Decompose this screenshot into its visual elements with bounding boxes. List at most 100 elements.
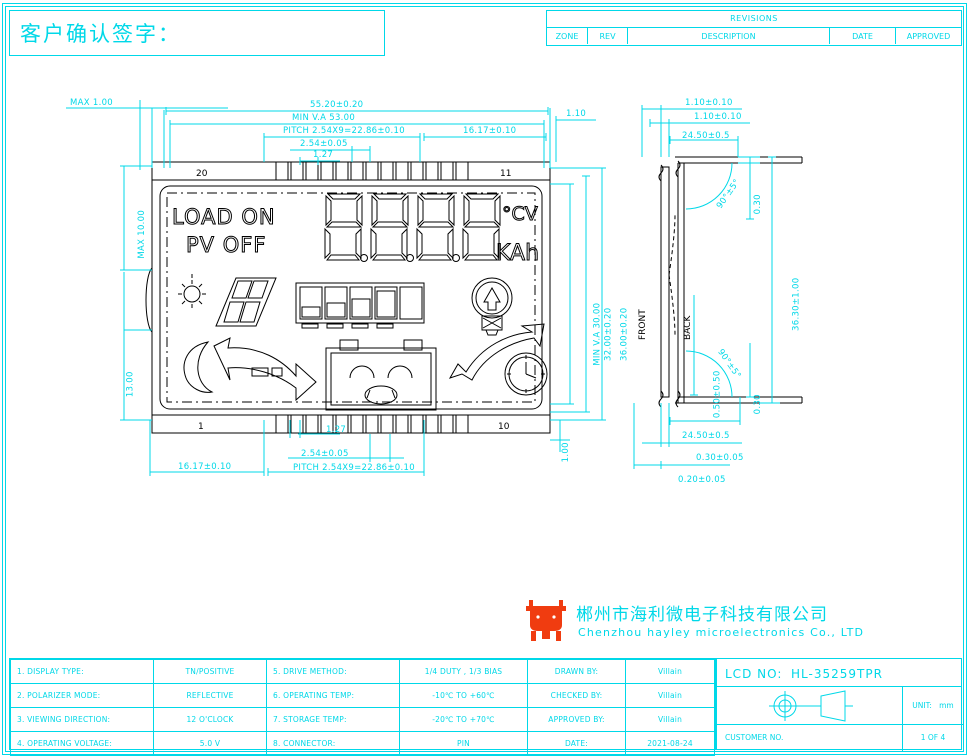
lcd-no-label: LCD NO: [725,667,783,681]
company-block: 郴州市海利微电子科技有限公司 Chenzhou hayley microelec… [516,598,962,650]
specification-table: 1. DISPLAY TYPE: TN/POSITIVE 5. DRIVE ME… [9,658,716,756]
segment-unit-kah: KAh [496,241,539,266]
revisions-title: REVISIONS [546,10,962,28]
company-name-en: Chenzhou hayley microelectronics Co., LT… [578,626,865,639]
dim-55-20: 55.20±0.20 [310,100,364,110]
revisions-table: REVISIONS ZONE REV DESCRIPTION DATE APPR… [546,10,962,46]
approval-val-drawn: Villain [625,659,715,684]
table-row: 4. OPERATING VOLTAGE: 5.0 V 8. CONNECTOR… [10,731,715,756]
lightbulb-icon [471,277,513,336]
dim-2-54-top: 2.54±0.05 [300,139,348,149]
customer-signoff-label: 客户确认签字： [20,22,181,46]
dim-max-1-00: MAX 1.00 [70,98,113,108]
title-block: LCD NO: HL-35259TPR UNIT: mm CUSTOMER NO… [716,658,963,751]
spec-key-1: 1. DISPLAY TYPE: [10,659,154,684]
revisions-col-date: DATE [829,28,895,44]
dim-side-1-10-a: 1.10±0.10 [685,98,733,108]
revisions-col-zone: ZONE [555,32,579,41]
spec-key-4: 4. OPERATING VOLTAGE: [10,731,154,756]
customer-signoff-box [9,10,385,56]
dim-1-27-bottom: 1.27 [326,425,347,435]
dim-side-1-10-b: 1.10±0.10 [694,112,742,122]
moon-icon [183,341,214,393]
approval-val-approved: Villain [625,707,715,732]
pin-label-10: 10 [498,422,510,432]
customer-no-cell: CUSTOMER NO. [717,725,903,751]
first-angle-projection-icon [769,690,853,722]
spec-val-5: 1/4 DUTY , 1/3 BIAS [399,659,528,684]
company-logo-icon [526,600,566,641]
dim-side-0-30-b: 0.30 [752,394,763,415]
table-row: 1. DISPLAY TYPE: TN/POSITIVE 5. DRIVE ME… [10,659,715,684]
dim-side-0-30-05: 0.30±0.05 [696,453,744,463]
unit-cell: UNIT: mm [903,687,963,725]
dim-2-54-bottom: 2.54±0.05 [301,449,349,459]
segment-load-on: LOAD ON [172,205,276,229]
dim-16-17-bottom: 16.17±0.10 [178,462,232,472]
battery-level-icon [295,282,425,329]
dim-16-17-top: 16.17±0.10 [463,126,517,136]
revisions-header-row: ZONE REV DESCRIPTION DATE APPROVED [546,28,962,46]
approval-key-drawn: DRAWN BY: [527,659,626,684]
pin-label-20: 20 [196,169,208,179]
spec-val-6: -10℃ TO +60℃ [399,683,528,708]
spec-val-7: -20℃ TO +70℃ [399,707,528,732]
clock-icon [504,352,548,396]
dim-side-36-30: 36.30±1.00 [791,277,802,331]
side-view-back-label: BACK [683,315,693,340]
dim-min-va-30: MIN V.A 30.00 [592,302,603,366]
dim-side-24-50-b: 24.50±0.5 [682,431,730,441]
spec-val-2: REFLECTIVE [153,683,267,708]
approval-val-checked: Villain [625,683,715,708]
page-number-cell: 1 OF 4 [920,733,946,742]
spec-val-3: 12 O'CLOCK [153,707,267,732]
arrow-right-icon [213,337,317,402]
pin-label-1: 1 [198,422,204,432]
solar-panel-icon [215,277,277,327]
spec-val-8: PIN [399,731,528,756]
dim-max-10-00: MAX 10.00 [137,209,148,259]
spec-key-6: 6. OPERATING TEMP: [266,683,400,708]
dim-13-00: 13.00 [125,371,136,398]
unit-label: UNIT: [912,701,932,710]
dim-side-0-50: 0.50±0.50 [712,370,723,419]
lcd-no-row [717,659,961,687]
approval-key-approved: APPROVED BY: [527,707,626,732]
dim-pitch-bottom: PITCH 2.54X9=22.86±0.10 [293,463,415,473]
dim-side-24-50-a: 24.50±0.5 [682,131,730,141]
unit-value: mm [939,701,954,710]
table-row: 2. POLARIZER MODE: REFLECTIVE 6. OPERATI… [10,683,715,708]
dim-min-va-53: MIN V.A 53.00 [292,113,356,123]
approval-val-date: 2021-08-24 [625,731,715,756]
revisions-col-approved: APPROVED [895,28,961,44]
dim-side-0-30-a: 0.30 [752,194,763,215]
segment-unit-cv: °CV [502,203,538,225]
spec-key-8: 8. CONNECTOR: [266,731,400,756]
spec-key-2: 2. POLARIZER MODE: [10,683,154,708]
dim-32-00: 32.00±0.20 [603,307,614,361]
spec-key-7: 7. STORAGE TEMP: [266,707,400,732]
approval-key-checked: CHECKED BY: [527,683,626,708]
spec-val-1: TN/POSITIVE [153,659,267,684]
side-view-front-label: FRONT [638,309,648,340]
revisions-col-description: DESCRIPTION [627,28,829,44]
table-row: 3. VIEWING DIRECTION: 12 O'CLOCK 7. STOR… [10,707,715,732]
dim-1-10-top: 1.10 [566,109,587,119]
projection-symbol-cell [717,687,903,725]
spec-val-4: 5.0 V [153,731,267,756]
front-view-drawing: LOAD ON PV OFF [145,161,551,434]
approval-key-date: DATE: [527,731,626,756]
revisions-col-rev: REV [587,28,627,44]
battery-face-icon [325,339,437,411]
lcd-no-value: HL-35259TPR [791,667,883,681]
spec-key-3: 3. VIEWING DIRECTION: [10,707,154,732]
dim-pitch-top: PITCH 2.54X9=22.86±0.10 [283,126,405,136]
spec-key-5: 5. DRIVE METHOD: [266,659,400,684]
dim-side-0-20-05: 0.20±0.05 [678,475,726,485]
dim-1-27-top: 1.27 [313,150,334,160]
side-view-drawing: FRONT BACK [633,105,803,469]
dim-1-00-right: 1.00 [560,442,571,463]
pin-label-11: 11 [500,169,511,179]
company-name-cn: 郴州市海利微电子科技有限公司 [576,605,828,625]
sun-icon [178,274,206,308]
